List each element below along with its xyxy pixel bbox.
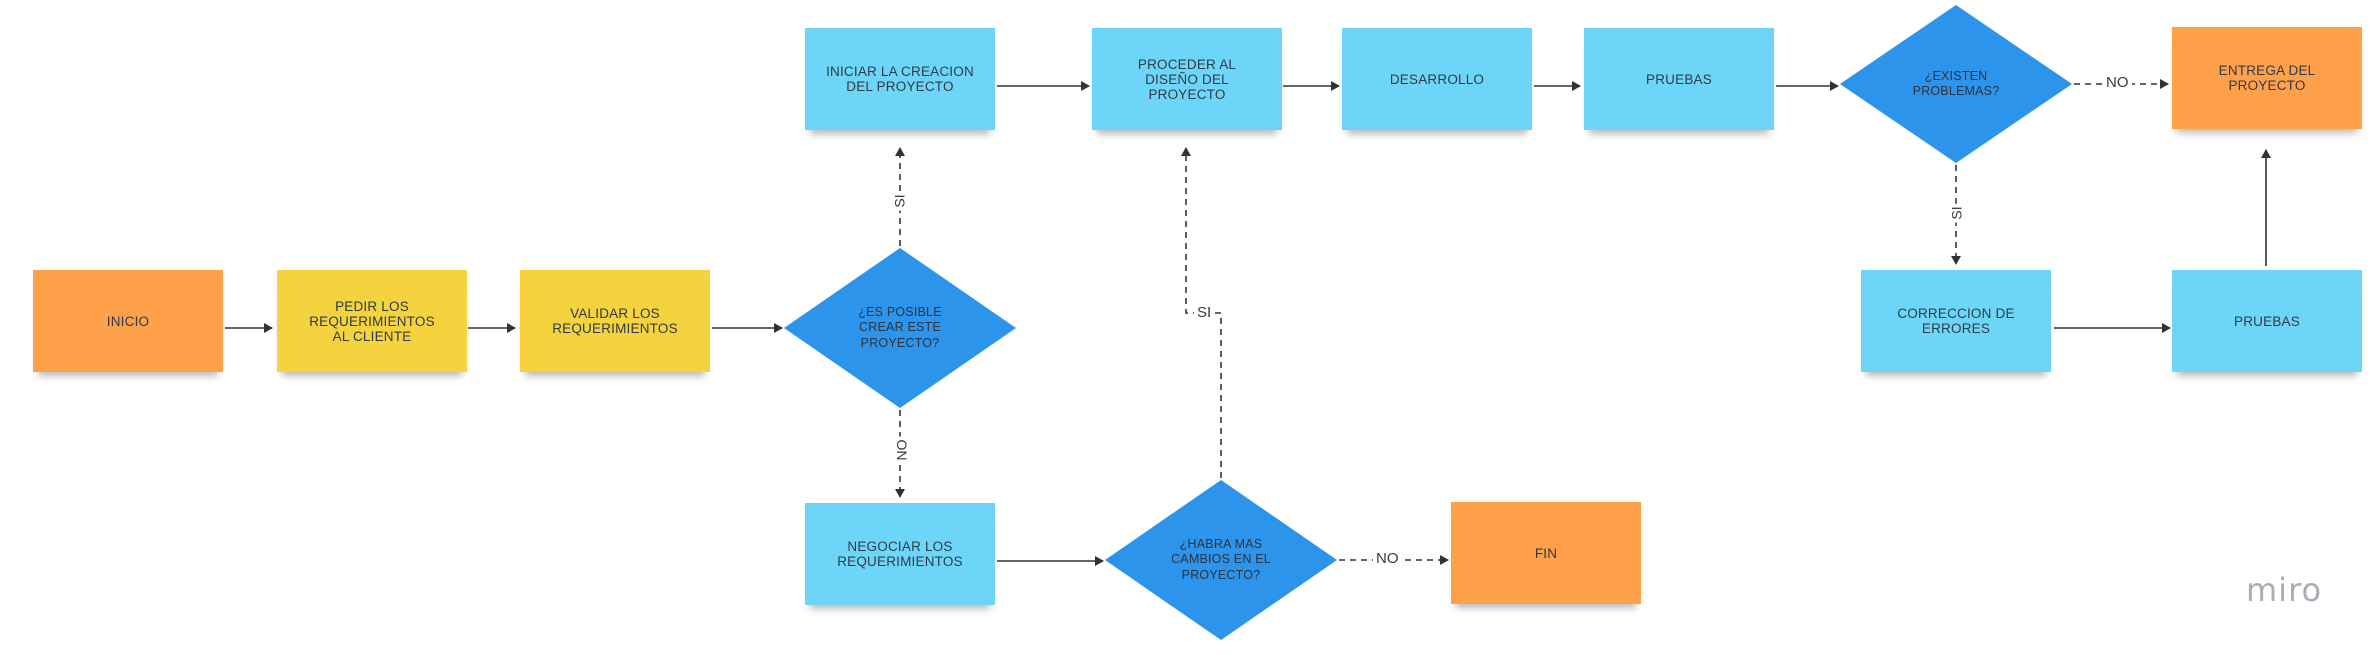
miro-logo: miro [2246, 571, 2323, 609]
diamond-existen-problemas-label: ¿EXISTEN PROBLEMAS? [1912, 68, 2000, 99]
note-pedir-requerimientos[interactable]: PEDIR LOS REQUERIMIENTOS AL CLIENTE [277, 270, 467, 372]
note-correccion-errores[interactable]: CORRECCION DE ERRORES [1861, 270, 2051, 372]
diamond-habra-cambios[interactable] [1105, 480, 1337, 640]
edge-label-no-problemas: NO [2103, 75, 2132, 91]
edge-label-si-cambios: SI [1194, 305, 1215, 321]
note-entrega-proyecto[interactable]: ENTREGA DEL PROYECTO [2172, 27, 2362, 129]
edge-label-si-problemas: SI [1948, 203, 1965, 223]
dashed-arrow-si-cambios [1181, 147, 1222, 478]
diamond-existen-problemas[interactable] [1840, 5, 2072, 163]
note-inicio[interactable]: INICIO [33, 270, 223, 372]
note-proceder-diseno[interactable]: PROCEDER AL DISEÑO DEL PROYECTO [1092, 28, 1282, 130]
note-pruebas[interactable]: PRUEBAS [1584, 28, 1774, 130]
note-desarrollo[interactable]: DESARROLLO [1342, 28, 1532, 130]
edge-label-si-posible: SI [891, 191, 908, 211]
edge-label-no-posible: NO [893, 436, 910, 464]
note-negociar-requerimientos[interactable]: NEGOCIAR LOS REQUERIMIENTOS [805, 503, 995, 605]
note-fin[interactable]: FIN [1451, 502, 1641, 604]
diamond-habra-cambios-label: ¿HABRA MAS CAMBIOS EN EL PROYECTO? [1171, 536, 1271, 582]
diamond-es-posible[interactable] [784, 248, 1016, 408]
edge-label-no-cambios: NO [1373, 551, 1402, 567]
diamond-es-posible-label: ¿ES POSIBLE CREAR ESTE PROYECTO? [858, 304, 942, 350]
note-validar-requerimientos[interactable]: VALIDAR LOS REQUERIMIENTOS [520, 270, 710, 372]
note-pruebas-2[interactable]: PRUEBAS [2172, 270, 2362, 372]
note-iniciar-creacion[interactable]: INICIAR LA CREACION DEL PROYECTO [805, 28, 995, 130]
